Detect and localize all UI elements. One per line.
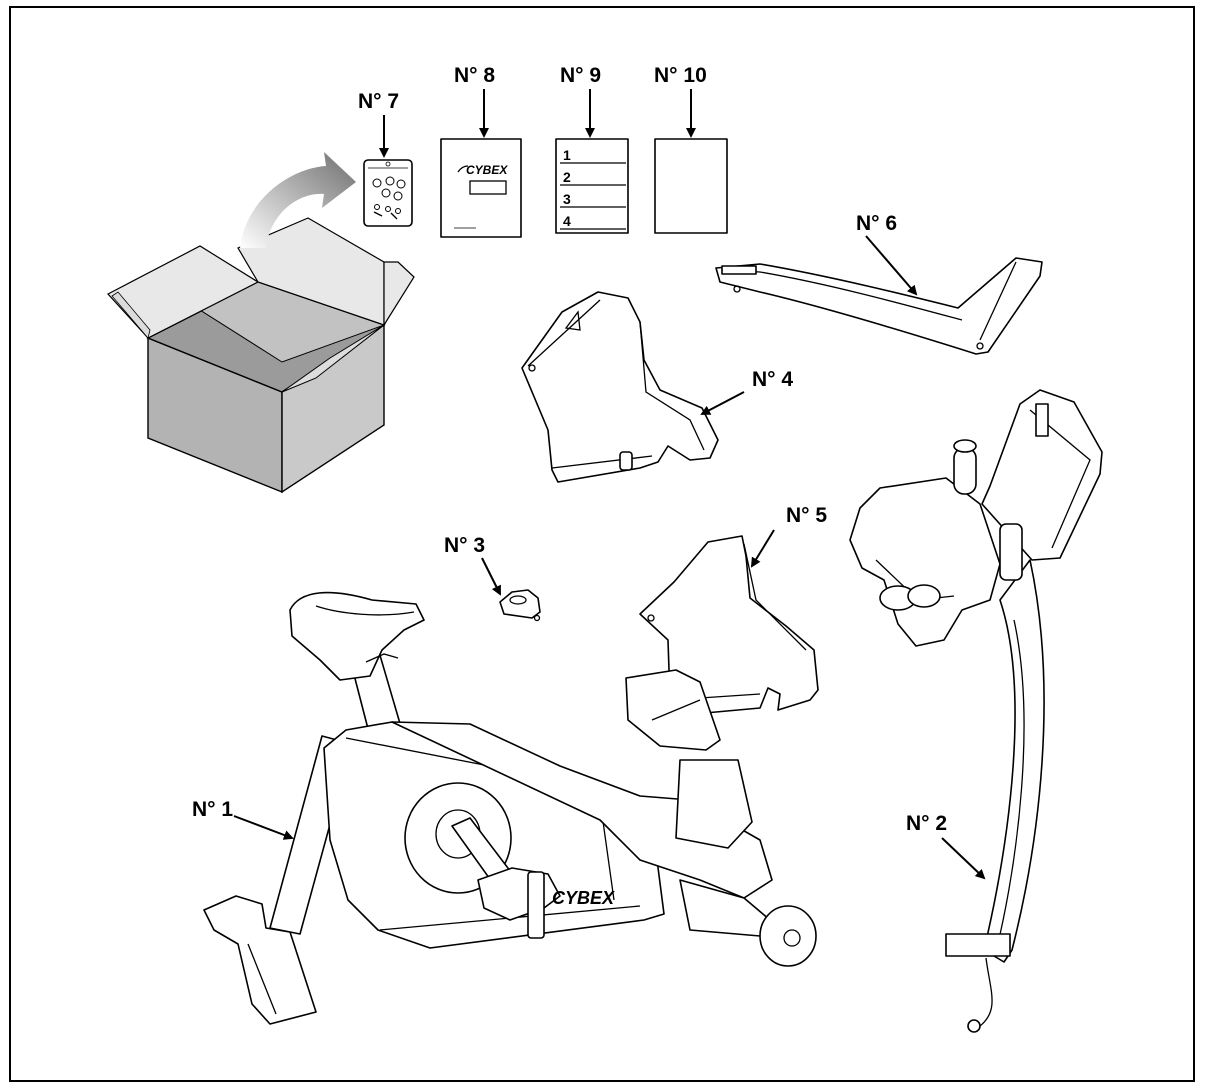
front-shroud xyxy=(521,291,719,483)
checklist-item-1: 1 xyxy=(563,147,571,163)
owners-manual: CYBEX xyxy=(440,138,522,238)
manual-brand-text: CYBEX xyxy=(466,163,508,177)
label-n10: N° 10 xyxy=(654,64,707,87)
main-bike-frame: CYBEX xyxy=(203,591,817,1025)
label-n1: N° 1 xyxy=(192,798,233,821)
label-n4: N° 4 xyxy=(752,368,793,391)
part-labels: N° 7 N° 8 N° 9 N° 10 N° 6 N° 4 N° 5 N° 3… xyxy=(192,64,947,835)
arrow-n2 xyxy=(941,837,986,880)
arrow-n4 xyxy=(700,391,745,415)
label-n7: N° 7 xyxy=(358,90,399,113)
arrow-n1 xyxy=(233,815,294,840)
label-n9: N° 9 xyxy=(560,64,601,87)
assembly-checklist: 1 2 3 4 xyxy=(555,138,629,234)
leader-arrows xyxy=(233,89,986,880)
small-cap-part xyxy=(499,589,541,622)
checklist-item-2: 2 xyxy=(563,169,571,185)
label-n8: N° 8 xyxy=(454,64,495,87)
checklist-item-3: 3 xyxy=(563,191,571,207)
blank-document xyxy=(654,138,728,234)
label-n6: N° 6 xyxy=(856,212,897,235)
arrow-n5 xyxy=(750,529,775,568)
console-mast xyxy=(849,389,1103,1033)
arrow-n3 xyxy=(481,557,501,596)
shipping-box xyxy=(107,217,415,494)
hardware-kit-packet xyxy=(363,159,413,227)
top-cover-handlebar xyxy=(715,257,1043,355)
label-n2: N° 2 xyxy=(906,812,947,835)
arrow-n6 xyxy=(865,235,918,296)
diagram-frame xyxy=(9,6,1195,1082)
label-n5: N° 5 xyxy=(786,504,827,527)
bike-brand-text: CYBEX xyxy=(552,888,615,908)
label-n3: N° 3 xyxy=(444,534,485,557)
unpack-arrow xyxy=(240,152,356,248)
checklist-item-4: 4 xyxy=(563,213,571,229)
